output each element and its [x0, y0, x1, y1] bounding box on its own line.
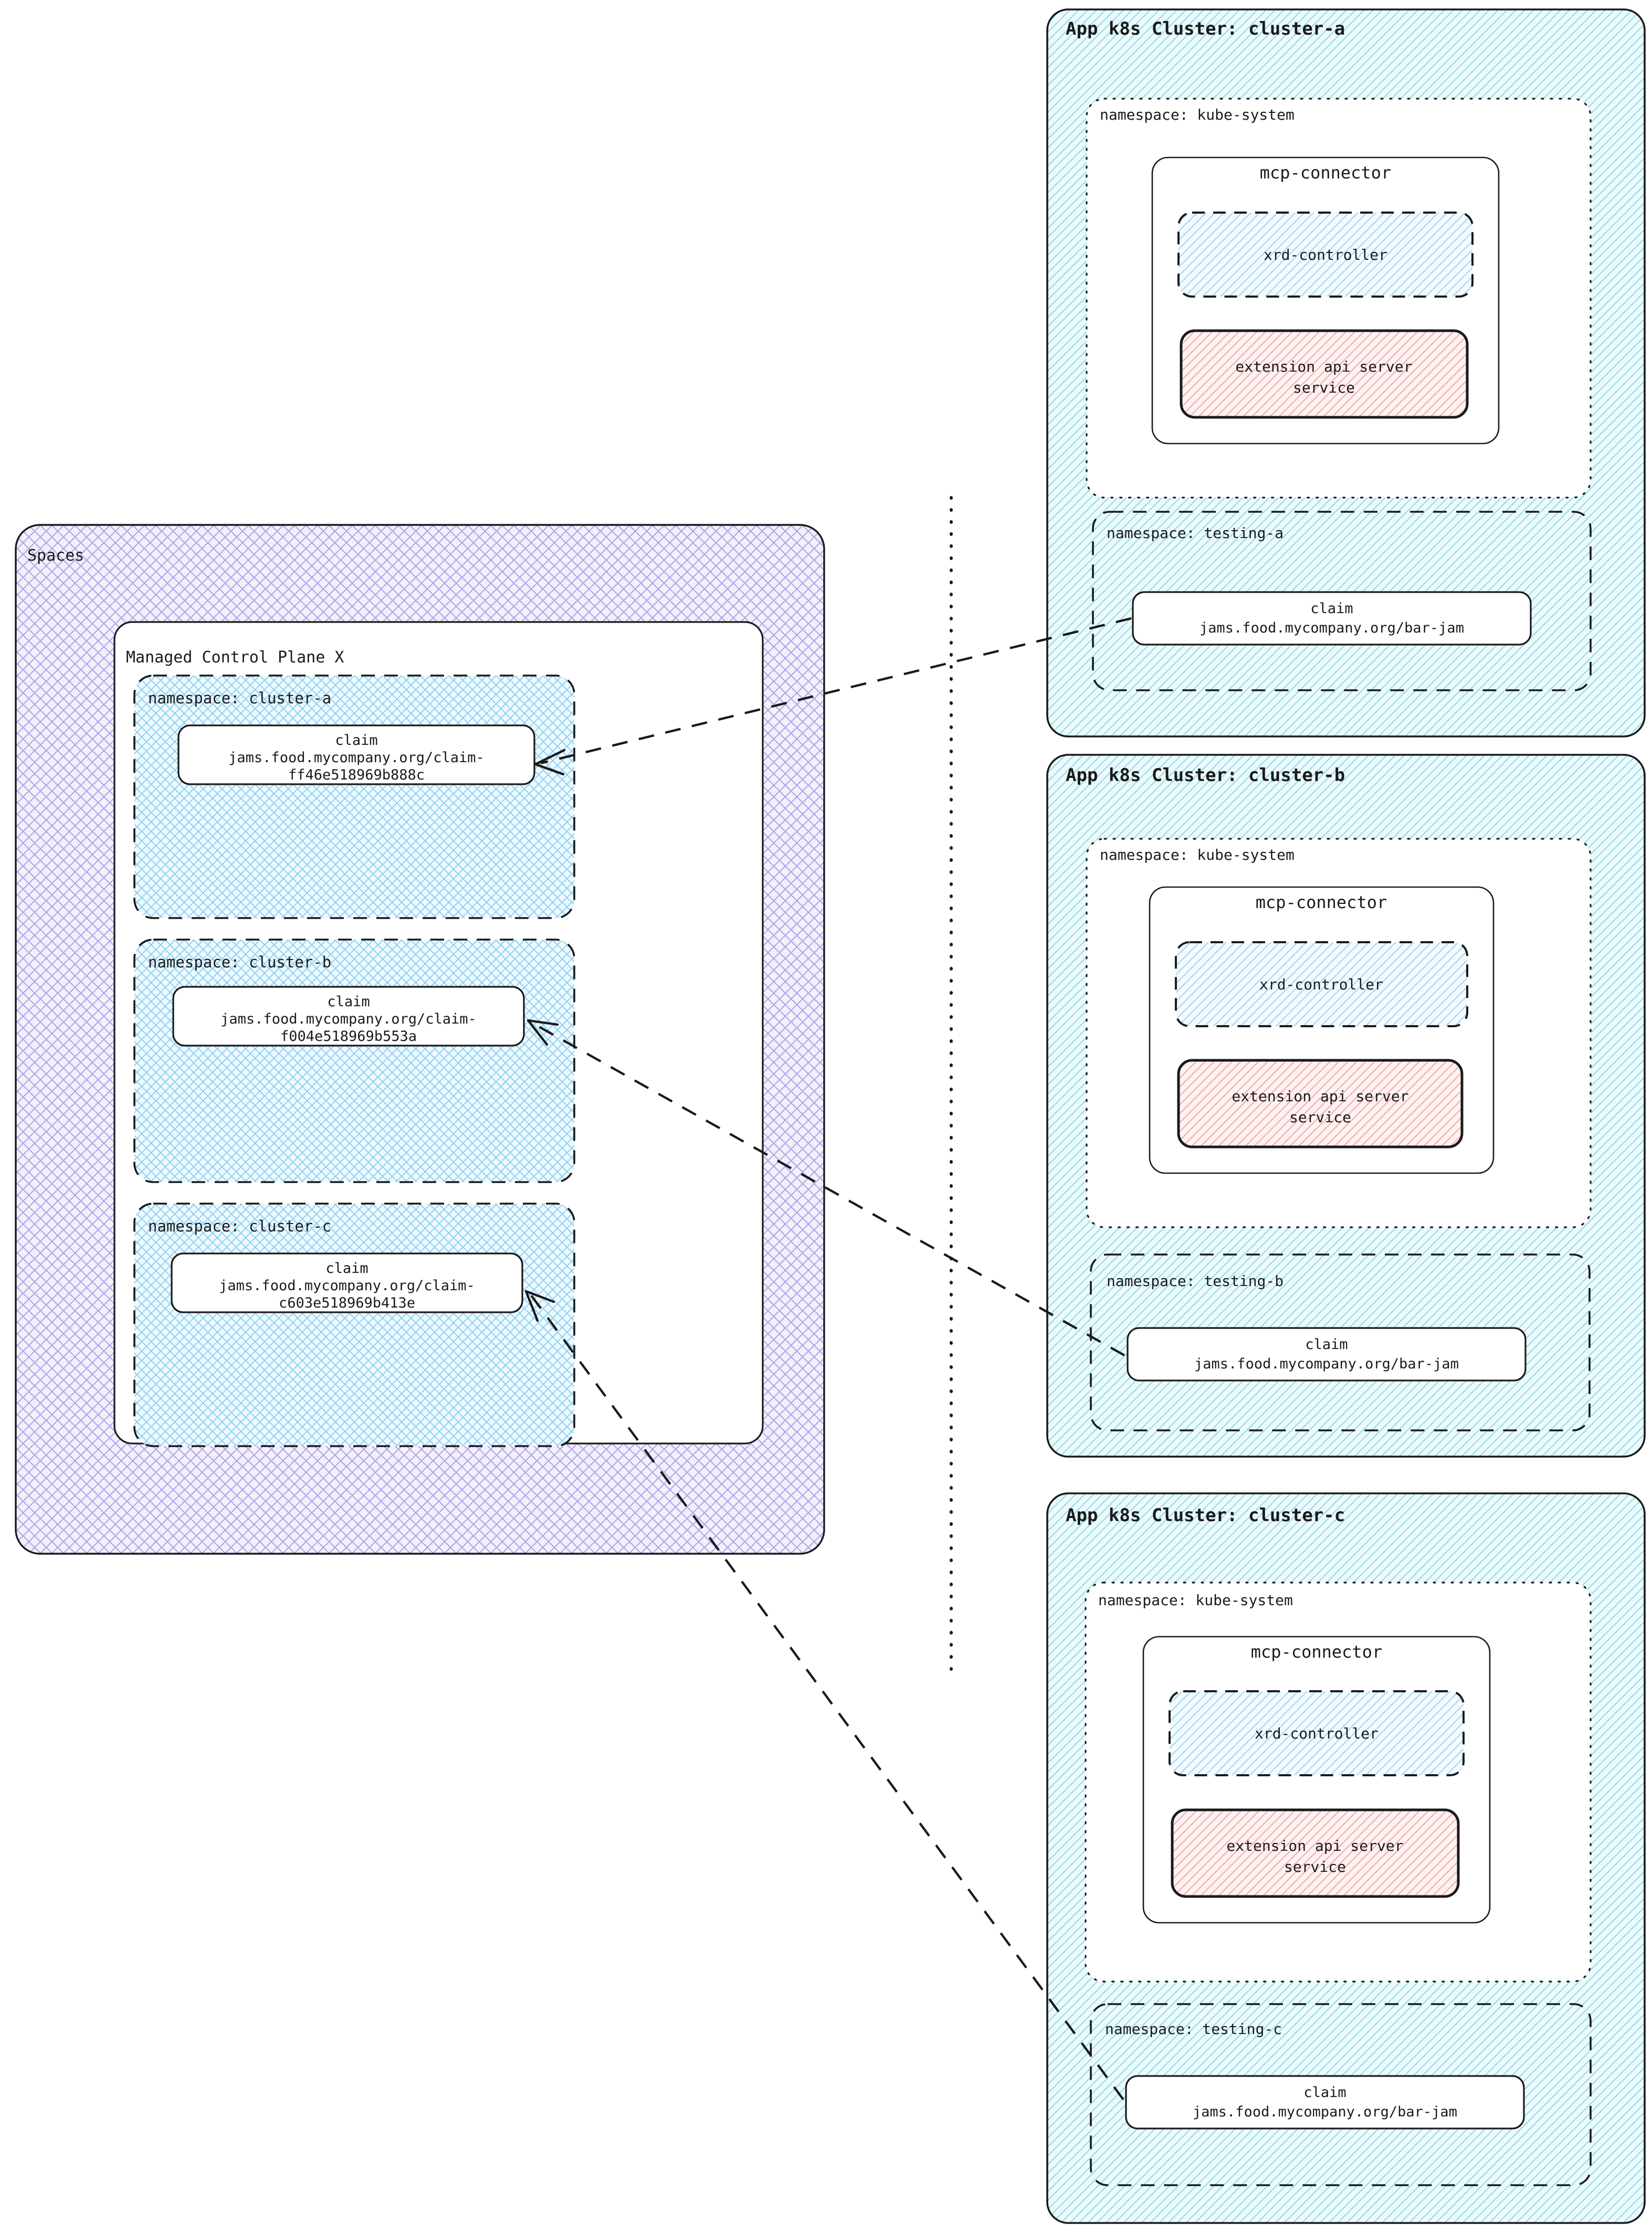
claim-cluster-c-kind: claim — [325, 1260, 368, 1277]
cluster-a-testing-namespace[interactable]: namespace: testing-a claim jams.food.myc… — [1092, 511, 1592, 691]
cluster-a-kube-system-label: namespace: kube-system — [1100, 106, 1295, 123]
cluster-b-testing-claim[interactable]: claim jams.food.mycompany.org/bar-jam — [1127, 1327, 1527, 1382]
cluster-a-testing-claim-box — [1132, 591, 1532, 646]
claim-cluster-b-kind: claim — [327, 994, 370, 1010]
cluster-b-testing-claim-box — [1127, 1327, 1527, 1382]
cluster-a-testing-label: namespace: testing-a — [1107, 524, 1283, 542]
cluster-c-testing-claim[interactable]: claim jams.food.mycompany.org/bar-jam — [1125, 2075, 1525, 2130]
cluster-b-xrd-controller: xrd-controller — [1175, 941, 1468, 1027]
cluster-a-testing-claim-ref: jams.food.mycompany.org/bar-jam — [1199, 620, 1464, 636]
namespace-cluster-c[interactable]: namespace: cluster-c claim jams.food.myc… — [133, 1203, 575, 1447]
namespace-cluster-a-label: namespace: cluster-a — [148, 689, 331, 707]
cluster-b-xrd-controller-box — [1175, 941, 1468, 1027]
arrow-testing-b-head — [527, 1019, 559, 1046]
claim-cluster-a-box — [177, 724, 535, 785]
claim-cluster-c-ref2: c603e518969b413e — [279, 1295, 415, 1311]
claim-cluster-b-ref2: f004e518969b553a — [280, 1028, 417, 1045]
cluster-c-kube-system-label: namespace: kube-system — [1098, 1592, 1293, 1609]
arrow-testing-a-head — [534, 749, 566, 776]
claim-cluster-a[interactable]: claim jams.food.mycompany.org/claim- ff4… — [177, 724, 535, 785]
connection-arrows — [524, 617, 1132, 2101]
cluster-b-extension-api-server-service: extension api server service — [1177, 1059, 1464, 1148]
cluster-a-xrd-controller: xrd-controller — [1177, 212, 1474, 298]
arrow-testing-a-to-cluster-a — [534, 617, 1132, 776]
cluster-c-testing-label: namespace: testing-c — [1105, 2020, 1282, 2038]
cluster-a-mcp-connector-label: mcp-connector — [1260, 163, 1391, 183]
arrow-testing-c-line — [530, 1294, 1124, 2101]
namespace-cluster-b[interactable]: namespace: cluster-b claim jams.food.myc… — [133, 939, 575, 1183]
cluster-c-kube-system: namespace: kube-system mcp-connector xrd… — [1085, 1582, 1592, 1983]
cluster-a-testing-claim-kind: claim — [1310, 600, 1353, 617]
cluster-b-testing-label: namespace: testing-b — [1107, 1272, 1283, 1290]
app-cluster-b: App k8s Cluster: cluster-b namespace: ku… — [1046, 754, 1646, 1458]
cluster-b-mcp-connector: mcp-connector xrd-controller extension a… — [1149, 886, 1495, 1174]
cluster-a-api-server-box — [1180, 329, 1469, 419]
cluster-a-testing-box — [1092, 511, 1592, 691]
cluster-c-xrd-controller-label: xrd-controller — [1255, 1725, 1379, 1742]
arrow-testing-a-line — [540, 617, 1132, 765]
cluster-c-api-server-line2: service — [1284, 1858, 1346, 1875]
namespace-cluster-a[interactable]: namespace: cluster-a claim jams.food.myc… — [133, 675, 575, 919]
cluster-c-mcp-connector-label: mcp-connector — [1251, 1642, 1382, 1662]
arrow-testing-b-line — [532, 1023, 1125, 1356]
claim-cluster-c-ref: jams.food.mycompany.org/claim- — [219, 1278, 475, 1294]
cluster-c-testing-claim-kind: claim — [1303, 2084, 1346, 2101]
cluster-b-title: App k8s Cluster: cluster-b — [1066, 765, 1345, 786]
cluster-b-api-server-line2: service — [1289, 1109, 1351, 1126]
cluster-c-xrd-controller: xrd-controller — [1169, 1690, 1465, 1776]
cluster-c-mcp-connector: mcp-connector xrd-controller extension a… — [1142, 1636, 1491, 1924]
app-cluster-a: App k8s Cluster: cluster-a namespace: ku… — [1046, 8, 1646, 737]
cluster-c-extension-api-server-service: extension api server service — [1171, 1808, 1460, 1898]
cluster-a-testing-claim[interactable]: claim jams.food.mycompany.org/bar-jam — [1132, 591, 1532, 646]
cluster-b-testing-claim-kind: claim — [1305, 1336, 1348, 1353]
namespace-cluster-b-box — [133, 939, 575, 1183]
cluster-b-api-server-line1: extension api server — [1232, 1088, 1408, 1105]
cluster-c-testing-namespace[interactable]: namespace: testing-c claim jams.food.myc… — [1090, 2003, 1592, 2186]
app-cluster-c: App k8s Cluster: cluster-c namespace: ku… — [1046, 1492, 1646, 2224]
claim-cluster-b-box — [172, 986, 525, 1047]
control-plane-label: Managed Control Plane X — [126, 648, 344, 667]
cluster-b-kube-system-label: namespace: kube-system — [1100, 846, 1295, 863]
cluster-a-api-server-line2: service — [1293, 379, 1355, 396]
namespace-cluster-c-box — [133, 1203, 575, 1447]
cluster-a-kube-system: namespace: kube-system mcp-connector xrd… — [1086, 98, 1592, 499]
cluster-a-mcp-connector: mcp-connector xrd-controller extension a… — [1151, 156, 1500, 445]
cluster-a-xrd-controller-label: xrd-controller — [1264, 246, 1387, 264]
arrow-testing-c-head — [524, 1290, 555, 1322]
cluster-c-testing-claim-box — [1125, 2075, 1525, 2130]
claim-cluster-b[interactable]: claim jams.food.mycompany.org/claim- f00… — [172, 986, 525, 1047]
spaces-container: Spaces Managed Control Plane X namespace… — [15, 524, 825, 1555]
cluster-b-kube-system: namespace: kube-system mcp-connector xrd… — [1086, 838, 1592, 1228]
claim-cluster-c[interactable]: claim jams.food.mycompany.org/claim- c60… — [171, 1252, 523, 1313]
claim-cluster-a-ref2: ff46e518969b888c — [288, 767, 425, 783]
arrow-testing-b-to-cluster-b — [527, 1019, 1125, 1356]
spaces-label: Spaces — [27, 546, 84, 565]
cluster-a-title: App k8s Cluster: cluster-a — [1066, 18, 1345, 39]
cluster-c-api-server-line1: extension api server — [1226, 1837, 1403, 1854]
managed-control-plane: Managed Control Plane X namespace: clust… — [113, 621, 764, 1447]
claim-cluster-a-kind: claim — [335, 732, 377, 749]
cluster-a-extension-api-server-service: extension api server service — [1180, 329, 1469, 419]
claim-cluster-b-ref: jams.food.mycompany.org/claim- — [220, 1011, 477, 1027]
arrow-testing-c-to-cluster-c — [524, 1290, 1124, 2101]
cluster-b-testing-namespace[interactable]: namespace: testing-b claim jams.food.myc… — [1090, 1253, 1591, 1431]
claim-cluster-c-box — [171, 1252, 523, 1313]
cluster-b-testing-box — [1090, 1253, 1591, 1431]
namespace-cluster-b-label: namespace: cluster-b — [148, 953, 331, 971]
cluster-b-testing-claim-ref: jams.food.mycompany.org/bar-jam — [1194, 1356, 1459, 1372]
cluster-a-api-server-line1: extension api server — [1235, 358, 1412, 375]
cluster-c-title: App k8s Cluster: cluster-c — [1066, 1505, 1345, 1526]
cluster-b-api-server-box — [1177, 1059, 1464, 1148]
cluster-c-xrd-controller-box — [1169, 1690, 1465, 1776]
claim-cluster-a-ref: jams.food.mycompany.org/claim- — [228, 750, 485, 766]
cluster-c-testing-claim-ref: jams.food.mycompany.org/bar-jam — [1193, 2104, 1457, 2120]
namespace-cluster-a-box — [133, 675, 575, 919]
cluster-b-xrd-controller-label: xrd-controller — [1259, 976, 1383, 993]
cluster-b-mcp-connector-label: mcp-connector — [1256, 892, 1387, 912]
cluster-a-xrd-controller-box — [1177, 212, 1474, 298]
cluster-c-api-server-box — [1171, 1808, 1460, 1898]
cluster-c-testing-box — [1090, 2003, 1592, 2186]
namespace-cluster-c-label: namespace: cluster-c — [148, 1217, 331, 1235]
